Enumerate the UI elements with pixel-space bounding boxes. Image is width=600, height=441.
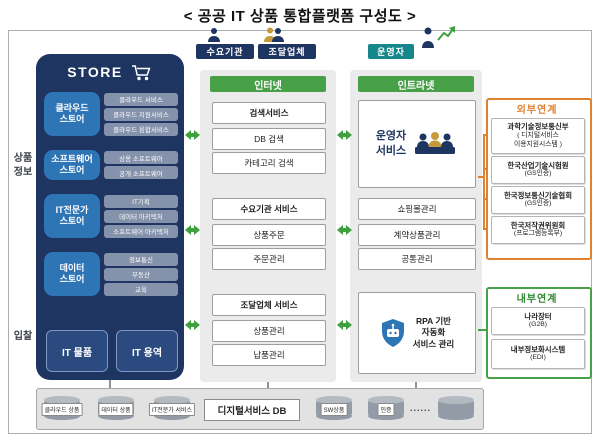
- store-title: STORE: [67, 64, 123, 80]
- internal-link-item: 내부정보화시스템 (EDI): [491, 339, 585, 369]
- external-link-item: 과학기술정보통신부 ( 디지털서비스 이용지원시스템 ): [491, 118, 585, 154]
- internet-group-search: 검색서비스: [212, 102, 326, 124]
- store-sub-item: 부동산: [104, 267, 178, 281]
- external-connector-line: [478, 176, 485, 178]
- tag-operator: 운영자: [368, 44, 414, 59]
- supplier-people-icon: [264, 27, 284, 42]
- rpa-service-label: RPA 기반 자동화 서비스 관리: [412, 315, 455, 349]
- double-arrow: [185, 130, 200, 140]
- db-connector-line: [267, 382, 269, 388]
- internet-group-supplier: 조달업체 서비스: [212, 294, 326, 316]
- db-cylinder-icon: [438, 396, 474, 420]
- store-sub-group: 상용 소프트웨어 공개 소프트웨어: [104, 150, 178, 180]
- store-sub-item: 정보통신: [104, 252, 178, 266]
- internet-item: DB 검색: [212, 128, 326, 150]
- internal-link-item: 나라장터 (G2B): [491, 307, 585, 335]
- store-it-goods: IT 물품: [46, 330, 108, 372]
- internal-link-sub: (EDI): [530, 354, 546, 362]
- db-cylinder-label: SW상품: [320, 403, 348, 416]
- external-link-sub: (프로그램등록부): [513, 230, 563, 238]
- double-arrow: [337, 320, 352, 330]
- store-sub-item: 상용 소프트웨어: [104, 151, 178, 164]
- page-title: < 공공 IT 상품 통합플랫폼 구성도 >: [183, 8, 417, 25]
- store-item-cloud: 클라우드 스토어: [44, 92, 100, 136]
- side-label-bidding: 입찰: [13, 331, 33, 342]
- operator-service-box: 운영자 서비스: [358, 100, 476, 188]
- external-link-sub: (GS인증): [524, 170, 552, 178]
- external-connector-line: [483, 134, 485, 230]
- demand-person-icon: [208, 28, 220, 42]
- db-connector-line: [109, 380, 111, 388]
- double-arrow: [337, 225, 352, 235]
- internal-linkage-title: 내부연계: [516, 293, 558, 305]
- external-link-sub: (GS인증): [524, 200, 552, 208]
- rpa-service-box: RPA 기반 자동화 서비스 관리: [358, 292, 476, 374]
- store-sub-item: 클라우드 융합서비스: [104, 122, 178, 136]
- db-cylinder-label: 데이터 상품: [98, 403, 134, 416]
- external-connector-line: [483, 228, 487, 230]
- store-sub-group: 클라우드 서비스 클라우드 지원서비스 클라우드 융합서비스: [104, 92, 178, 136]
- rpa-robot-shield-icon: [381, 319, 404, 347]
- operator-desk-icon: [415, 132, 456, 154]
- internet-group-demand: 수요기관 서비스: [212, 198, 326, 220]
- db-cylinder-label: 클라우드 상품: [41, 403, 83, 416]
- store-sub-item: 소프트웨어 아키텍처: [104, 224, 178, 238]
- external-link-name: 과학기술정보통신부: [507, 122, 569, 132]
- internet-item: 상품주문: [212, 224, 326, 246]
- store-sub-item: 클라우드 서비스: [104, 92, 178, 106]
- double-arrow: [185, 320, 200, 330]
- store-sub-group: IT기획 데이터 아키텍처 소프트웨어 아키텍처: [104, 194, 178, 238]
- store-it-services: IT 용역: [116, 330, 178, 372]
- internal-link-sub: (G2B): [528, 321, 548, 329]
- store-sub-item: 교육: [104, 282, 178, 296]
- external-connector-line: [483, 134, 487, 136]
- internet-item: 카테고리 검색: [212, 152, 326, 174]
- side-label-product-info: 상품 정보: [13, 153, 33, 178]
- intranet-header: 인트라넷: [358, 76, 474, 92]
- intranet-item: 공통관리: [358, 248, 476, 270]
- intranet-item: 계약상품관리: [358, 224, 476, 246]
- operator-person-chart-icon: [422, 26, 455, 48]
- tag-demand-agency: 수요기관: [196, 44, 254, 59]
- internet-item: 납품관리: [212, 344, 326, 366]
- external-link-item: 한국산업기술시험원 (GS인증): [491, 156, 585, 184]
- db-cylinder-label: 인증: [377, 403, 395, 416]
- store-item-data: 데이터 스토어: [44, 252, 100, 296]
- db-dots-label: ......: [410, 403, 432, 413]
- db-cylinder-label: IT전문가 서비스: [148, 403, 196, 416]
- external-link-item: 한국정보통신기술협회 (GS인증): [491, 186, 585, 214]
- store-sub-item: IT기획: [104, 194, 178, 208]
- external-linkage-title: 외부연계: [516, 104, 558, 116]
- internet-item: 상품관리: [212, 320, 326, 342]
- intranet-item: 쇼핑몰관리: [358, 198, 476, 220]
- external-link-item: 한국저작권위원회 (프로그램등록부): [491, 216, 585, 244]
- external-link-name: 한국산업기술시험원: [507, 160, 569, 170]
- internal-link-name: 내부정보화시스템: [510, 344, 566, 354]
- store-sub-group: 정보통신 부동산 교육: [104, 252, 178, 296]
- cart-icon: [131, 64, 151, 80]
- store-item-it-expert: IT전문가 스토어: [44, 194, 100, 238]
- internet-header: 인터넷: [210, 76, 326, 92]
- external-link-name: 한국저작권위원회: [510, 220, 566, 230]
- db-connector-line: [415, 382, 417, 388]
- store-sub-item: 공개 소프트웨어: [104, 166, 178, 179]
- external-link-name: 한국정보통신기술협회: [504, 190, 572, 200]
- double-arrow: [185, 225, 200, 235]
- tag-supplier: 조달업체: [258, 44, 316, 59]
- internal-connector-line: [478, 329, 487, 331]
- internal-link-name: 나라장터: [524, 311, 552, 321]
- external-connector-line: [483, 198, 487, 200]
- db-bar-label: 디지털서비스 DB: [204, 399, 300, 421]
- external-link-sub: ( 디지털서비스 이용지원시스템 ): [514, 131, 562, 148]
- store-sub-item: 데이터 아키텍처: [104, 209, 178, 223]
- external-connector-line: [483, 168, 487, 170]
- internet-item: 주문관리: [212, 248, 326, 270]
- operator-service-label: 운영자 서비스: [375, 130, 407, 157]
- double-arrow: [337, 130, 352, 140]
- store-sub-item: 클라우드 지원서비스: [104, 107, 178, 121]
- store-item-software: 소프트웨어 스토어: [44, 150, 100, 180]
- store-header: STORE: [36, 62, 184, 82]
